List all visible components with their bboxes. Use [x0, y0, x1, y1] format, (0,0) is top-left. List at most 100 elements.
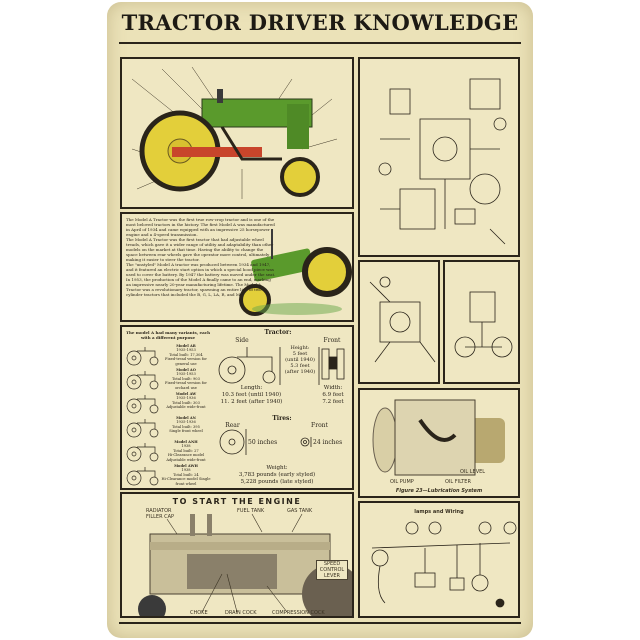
- variant-years: 1938: [181, 444, 191, 449]
- height-value: 5.3 feet: [290, 363, 310, 369]
- wiring-diagram: [371, 521, 517, 608]
- width-value: 6.9 feet: [322, 392, 344, 398]
- transmission-diagram: [369, 276, 436, 363]
- history-paragraph: The "unstyled" Model A tractor was produ…: [126, 262, 276, 277]
- height-label: Height:: [290, 345, 310, 351]
- length-value: 10.3 feet (until 1940): [221, 392, 282, 398]
- engine-illustration: [138, 513, 352, 616]
- width-value: 7.2 feet: [322, 399, 344, 405]
- speed-control-lever-label: SPEED CONTROL LEVER: [316, 560, 348, 580]
- variant-item: Model AW 1935-1936 Total built: 303 Adju…: [125, 392, 210, 415]
- front-tire-label: Front: [311, 422, 328, 429]
- front-axle-diagram: [454, 291, 513, 358]
- variant-built: Total built: 303: [172, 400, 200, 405]
- variant-description: Fixed-tread version for general use: [165, 357, 207, 366]
- variant-years: 1935-1936: [176, 396, 196, 401]
- engine-title: TO START THE ENGINE: [172, 497, 302, 506]
- lubrication-panel: OIL LEVEL OIL PUMP OIL FILTER Figure 23—…: [358, 388, 520, 498]
- spec-diagrams: [218, 347, 345, 455]
- poster-title: TRACTOR DRIVER KNOWLEDGE: [121, 10, 519, 35]
- variant-years: 1935-1953: [176, 372, 196, 377]
- exploded-engine-panel: [358, 57, 520, 257]
- variant-tractor-icon: [126, 371, 159, 390]
- history-paragraph: In 1953, the production of the Model A f…: [126, 277, 271, 297]
- variant-item: Model AO 1935-1953 Total built: 903 Fixe…: [125, 368, 210, 391]
- variant-built: Total built: 395: [172, 424, 200, 429]
- wiring-title: lamps and Wiring: [414, 509, 464, 515]
- radiator-filler-cap-label: RADIATOR FILLER CAP: [146, 508, 175, 520]
- tin-sign-poster: TRACTOR DRIVER KNOWLEDGE The Model A Tra…: [107, 2, 533, 638]
- variant-tractor-icon: [126, 395, 159, 414]
- history-text: The Model A Tractor was the first true r…: [126, 217, 276, 320]
- tires-label: Tires:: [272, 415, 292, 422]
- variant-item: Model AWH 1938 Total built: 24 Hi-Cleara…: [125, 464, 210, 487]
- history-paragraph: The Model A Tractor was the first true r…: [126, 217, 275, 237]
- height-spec: Height:5 feet(until 1940)5.3 feet(after …: [280, 345, 320, 375]
- variant-tractor-icon: [126, 419, 159, 438]
- variant-built: Total built: 903: [172, 376, 200, 381]
- length-spec: Length:10.3 feet (until 1940)11. 2 feet …: [214, 385, 289, 406]
- variant-description: Single front wheel: [169, 429, 203, 434]
- variant-years: 1938: [181, 468, 191, 473]
- drain-cock-label: DRAIN COCK: [225, 610, 257, 616]
- oil-pump-label: OIL PUMP: [390, 479, 414, 485]
- variant-name: Model AN: [176, 416, 196, 420]
- weight-label: Weight:: [266, 465, 288, 471]
- model-a-tractor-illustration: [239, 229, 352, 316]
- bottom-rule: [119, 622, 521, 624]
- front-axle-diagram-panel: [443, 260, 520, 384]
- length-label: Length:: [240, 385, 263, 391]
- height-note: (after 1940): [284, 369, 316, 375]
- variant-years: 1935-1953: [176, 348, 196, 353]
- variant-name: Model AR: [176, 344, 196, 348]
- width-label: Width:: [323, 385, 343, 391]
- variant-name: Model AW: [175, 392, 197, 396]
- length-value: 11. 2 feet (after 1940): [220, 399, 283, 405]
- weight-value: 3,783 pounds (early styled): [238, 472, 316, 478]
- variants-intro: The model A had many variants, each with…: [125, 330, 211, 340]
- variant-description: Hi-Clearance model Adjustable wide-front: [166, 453, 206, 462]
- compression-cock-label: COMPRESSION COCK: [272, 610, 325, 616]
- lubrication-caption: Figure 23—Lubrication System: [395, 488, 483, 494]
- side-label: Side: [235, 337, 249, 344]
- variant-description: Hi-Clearance model Single front wheel: [161, 477, 211, 486]
- start-engine-panel: TO START THE ENGINE RADIATOR FILLER CAP …: [120, 492, 354, 618]
- variant-tractor-icon: [126, 443, 159, 462]
- variant-years: 1935-1936: [176, 420, 196, 425]
- oil-level-label: OIL LEVEL: [460, 469, 486, 475]
- specifications-panel: The model A had many variants, each with…: [120, 325, 354, 490]
- rear-tire-label: Rear: [225, 422, 240, 429]
- cutaway-tractor-panel: [120, 57, 354, 209]
- variant-description: Adjustable wide-front: [166, 405, 206, 410]
- front-label: Front: [323, 337, 341, 344]
- variant-name: Model ANH: [174, 440, 198, 444]
- weight-spec: Weight:3,783 pounds (early styled)5,228 …: [232, 465, 322, 486]
- tractor-label: Tractor:: [264, 329, 292, 336]
- transmission-diagram-panel: [358, 260, 440, 384]
- variant-built: Total built: 27: [173, 448, 199, 453]
- lubrication-system-illustration: [372, 399, 505, 476]
- history-paragraph: The Model A Tractor was the first tracto…: [126, 237, 274, 262]
- choke-label: CHOKE: [190, 610, 208, 616]
- variant-item: Model AN 1935-1936 Total built: 395 Sing…: [125, 416, 210, 439]
- variant-item: Model AR 1935-1953 Total built: 17,304 F…: [125, 344, 210, 367]
- variant-tractor-icon: [126, 467, 159, 486]
- history-panel: The Model A Tractor was the first true r…: [120, 212, 354, 322]
- variant-built: Total built: 17,304: [169, 352, 203, 357]
- exploded-engine-diagram: [378, 78, 507, 245]
- height-value: 5 feet: [292, 351, 308, 357]
- wiring-panel: lamps and Wiring: [358, 501, 520, 618]
- height-note: (until 1940): [285, 357, 315, 363]
- oil-filter-label: OIL FILTER: [445, 479, 471, 485]
- title-rule: [119, 42, 521, 44]
- variant-tractor-icon: [126, 347, 159, 366]
- fuel-tank-label: FUEL TANK: [237, 508, 265, 514]
- rear-tire-size: 50 inches: [248, 439, 278, 446]
- front-tire-size: 24 inches: [313, 439, 343, 446]
- variant-description: Fixed-tread version for orchard use: [165, 381, 207, 390]
- variant-item: Model ANH 1938 Total built: 27 Hi-Cleara…: [125, 440, 210, 463]
- variant-name: Model AO: [176, 368, 196, 372]
- gas-tank-label: GAS TANK: [287, 508, 313, 514]
- variant-name: Model AWH: [174, 464, 198, 468]
